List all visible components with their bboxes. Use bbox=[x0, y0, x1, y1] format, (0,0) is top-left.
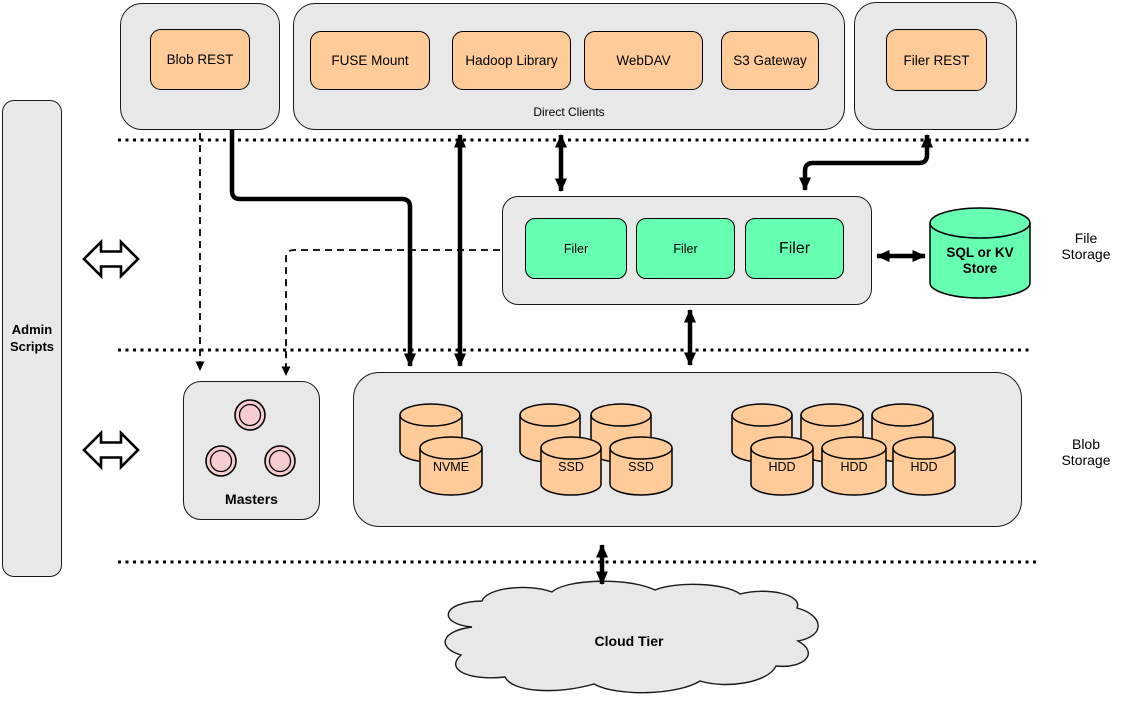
masters-group bbox=[183, 381, 320, 520]
filer-rest-node: Filer REST bbox=[886, 29, 987, 91]
admin-scripts-label: Admin Scripts bbox=[9, 321, 55, 354]
ssd-cylinder-back-1-rim bbox=[519, 414, 581, 427]
master-node-3 bbox=[264, 445, 296, 477]
hdd-cylinder-3-rim bbox=[892, 447, 956, 460]
hdd-cylinder-1-rim bbox=[750, 447, 814, 460]
nvme-cylinder bbox=[419, 436, 483, 496]
arrow-filerrest-filers bbox=[799, 134, 933, 191]
nvme-cylinder-rim bbox=[419, 447, 483, 460]
cloud-tier-shape bbox=[444, 580, 819, 694]
hdd-label-2: HDD bbox=[840, 460, 868, 474]
filer-node-2-label: Filer bbox=[673, 241, 698, 256]
hadoop-library-label: Hadoop Library bbox=[465, 53, 558, 68]
master-node-1 bbox=[234, 399, 266, 431]
hdd-cylinder-3 bbox=[892, 436, 956, 496]
filer-rest-label: Filer REST bbox=[903, 52, 970, 68]
filer-node-1-label: Filer bbox=[563, 241, 589, 256]
master-node-2 bbox=[205, 445, 237, 477]
blob-rest-node: Blob REST bbox=[150, 29, 250, 90]
hdd-cylinder-2 bbox=[821, 436, 887, 496]
ssd-cylinder-1-rim bbox=[540, 447, 602, 460]
arrow-blobrest-to-blobstorage bbox=[229, 130, 416, 367]
fuse-mount-label: FUSE Mount bbox=[331, 53, 409, 68]
hdd-cylinder-1 bbox=[750, 436, 814, 496]
nvme-cylinder-back-rim bbox=[399, 414, 463, 427]
file-storage-tier-label: File Storage bbox=[1061, 230, 1111, 262]
blob-rest-label: Blob REST bbox=[166, 52, 234, 67]
hdd-cylinder-back-1-rim bbox=[731, 414, 793, 427]
admin-scripts-box: Admin Scripts bbox=[2, 100, 62, 577]
masters-label: Masters bbox=[225, 491, 278, 507]
webdav-node: WebDAV bbox=[584, 31, 703, 90]
sql-kv-store-cylinder bbox=[929, 207, 1031, 299]
hadoop-library-node: Hadoop Library bbox=[452, 31, 571, 90]
hdd-label-3: HDD bbox=[910, 460, 938, 474]
webdav-label: WebDAV bbox=[616, 53, 671, 68]
cloud-tier-label: Cloud Tier bbox=[594, 633, 664, 649]
ssd-label-2: SSD bbox=[628, 460, 654, 474]
nvme-label: NVME bbox=[432, 460, 470, 474]
filer-node-3-label: Filer bbox=[778, 239, 811, 257]
hdd-cylinder-back-2-rim bbox=[800, 414, 864, 427]
ssd-cylinder-1 bbox=[540, 436, 602, 496]
hdd-cylinder-2-rim bbox=[821, 447, 887, 460]
hdd-cylinder-back-3-rim bbox=[871, 414, 934, 427]
s3-gateway-node: S3 Gateway bbox=[721, 31, 819, 90]
s3-gateway-label: S3 Gateway bbox=[733, 53, 807, 68]
filer-node-3: Filer bbox=[745, 218, 844, 279]
fuse-mount-node: FUSE Mount bbox=[310, 31, 430, 90]
admin-blobstorage-doublearrow bbox=[82, 429, 140, 471]
blob-storage-tier-label: Blob Storage bbox=[1061, 436, 1111, 468]
direct-clients-caption: Direct Clients bbox=[533, 105, 605, 119]
ssd-cylinder-back-2-rim bbox=[590, 414, 652, 427]
ssd-cylinder-2-rim bbox=[609, 447, 673, 460]
admin-filestorage-doublearrow bbox=[82, 238, 140, 280]
ssd-label-1: SSD bbox=[558, 460, 584, 474]
filer-node-1: Filer bbox=[525, 218, 627, 279]
disk-cylinders-front bbox=[419, 436, 956, 496]
arrow-dashed-filers-to-masters bbox=[281, 249, 500, 376]
sql-kv-store-label: SQL or KV Store bbox=[946, 245, 1014, 276]
ssd-cylinder-2 bbox=[609, 436, 673, 496]
hdd-label-1: HDD bbox=[768, 460, 796, 474]
filer-node-2: Filer bbox=[636, 218, 735, 279]
